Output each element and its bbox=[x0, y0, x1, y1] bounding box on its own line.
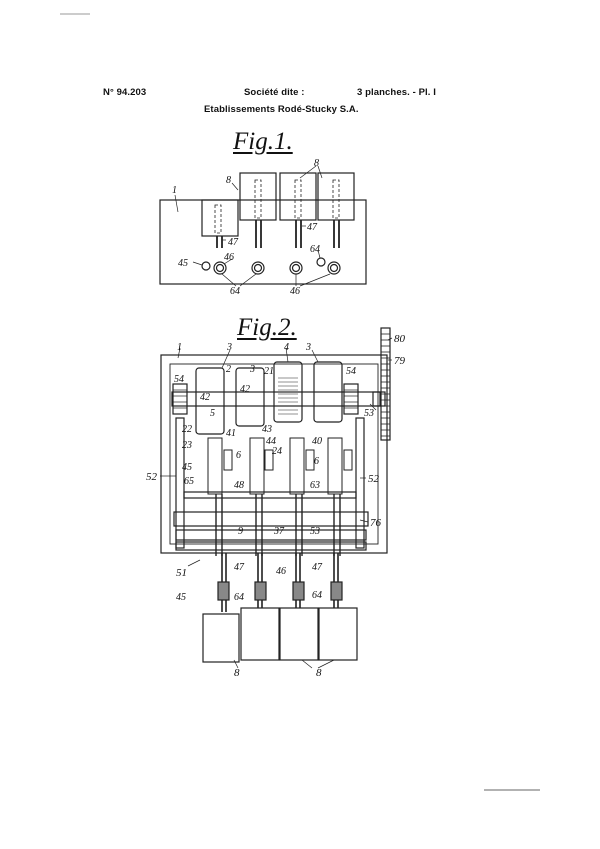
fig1-label-47a: 47 bbox=[228, 237, 239, 248]
fig1-label-64a: 64 bbox=[230, 286, 240, 297]
fig1-label-1: 1 bbox=[172, 185, 177, 196]
fig2-label-2: 2 bbox=[226, 364, 231, 375]
figure-1-title: Fig.1. bbox=[233, 128, 293, 155]
fig2-cam-2 bbox=[235, 367, 265, 427]
fig1-label-8a: 8 bbox=[226, 175, 231, 186]
fig2-label-79: 79 bbox=[394, 355, 406, 367]
fig1-key-2 bbox=[239, 172, 277, 221]
fig2-label-47b: 47 bbox=[312, 562, 323, 573]
fig2-label-52a: 52 bbox=[146, 471, 158, 483]
sheet-count: 3 planches. - Pl. I bbox=[357, 87, 436, 98]
figure-2-labels: 1 3 3 3 2 4 54 54 42 42 5 21 22 40 41 43… bbox=[146, 333, 406, 679]
fig2-label-64b: 64 bbox=[312, 590, 322, 601]
fig2-label-43: 43 bbox=[262, 424, 272, 435]
fig2-key-4 bbox=[318, 607, 358, 661]
fig2-label-47a: 47 bbox=[234, 562, 245, 573]
fig2-cam-4 bbox=[313, 361, 343, 423]
figure-2-drawing bbox=[160, 327, 393, 669]
fig2-label-45b: 45 bbox=[176, 592, 186, 603]
fig2-label-63: 63 bbox=[310, 480, 320, 491]
fig2-label-64a: 64 bbox=[234, 592, 244, 603]
company-name: Etablissements Rodé-Stucky S.A. bbox=[204, 104, 359, 115]
fig2-label-44: 44 bbox=[266, 436, 276, 447]
fig2-label-8a: 8 bbox=[234, 667, 240, 679]
fig1-key-4 bbox=[317, 172, 355, 221]
fig1-label-46a: 46 bbox=[224, 252, 234, 263]
fig2-label-1: 1 bbox=[177, 342, 182, 353]
fig2-label-80: 80 bbox=[394, 333, 406, 345]
fig2-label-46: 46 bbox=[276, 566, 286, 577]
company-prefix: Société dite : bbox=[244, 87, 305, 98]
fig2-label-42a: 42 bbox=[200, 392, 210, 403]
fig2-label-6b: 6 bbox=[314, 456, 319, 467]
fig2-label-22: 22 bbox=[182, 424, 192, 435]
fig2-label-52b: 52 bbox=[368, 473, 380, 485]
fig1-label-64b: 64 bbox=[310, 244, 320, 255]
fig2-label-3c: 3 bbox=[249, 364, 255, 375]
fig2-label-3a: 3 bbox=[226, 342, 232, 353]
fig2-label-37: 37 bbox=[273, 526, 285, 537]
fig2-label-45: 45 bbox=[182, 462, 192, 473]
fig2-label-65: 65 bbox=[184, 476, 194, 487]
figure-1-drawing bbox=[159, 165, 367, 287]
fig1-label-47b: 47 bbox=[307, 222, 318, 233]
fig2-label-3b: 3 bbox=[305, 342, 311, 353]
fig2-label-4: 4 bbox=[284, 342, 289, 353]
fig2-label-48: 48 bbox=[234, 480, 244, 491]
fig2-label-40: 40 bbox=[312, 436, 322, 447]
fig2-label-23: 23 bbox=[182, 440, 192, 451]
fig1-label-46b: 46 bbox=[290, 286, 300, 297]
fig1-label-8b: 8 bbox=[314, 158, 319, 169]
fig2-key-2 bbox=[240, 607, 280, 661]
figure-2-title: Fig.2. bbox=[237, 314, 297, 341]
fig2-label-54b: 54 bbox=[346, 366, 356, 377]
fig2-cam-1 bbox=[195, 367, 225, 435]
fig2-label-9: 9 bbox=[238, 526, 243, 537]
figure-1-labels: 1 8 8 47 47 45 46 64 64 46 bbox=[172, 158, 320, 297]
fig2-label-76: 76 bbox=[370, 517, 382, 529]
fig2-label-21: 21 bbox=[264, 366, 274, 377]
fig2-label-24: 24 bbox=[272, 446, 282, 457]
fig2-key-1 bbox=[202, 613, 240, 663]
fig1-label-45: 45 bbox=[178, 258, 188, 269]
fig2-label-5: 5 bbox=[210, 408, 215, 419]
fig2-label-54a: 54 bbox=[174, 374, 184, 385]
fig2-label-53b: 53 bbox=[364, 408, 374, 419]
patent-number: N° 94.203 bbox=[103, 87, 147, 98]
fig1-key-3 bbox=[279, 172, 317, 221]
fig2-label-6a: 6 bbox=[236, 450, 241, 461]
fig2-key-3 bbox=[279, 607, 319, 661]
fig2-frame bbox=[160, 354, 388, 554]
fig2-label-41: 41 bbox=[226, 428, 236, 439]
fig2-label-8b: 8 bbox=[316, 667, 322, 679]
fig2-label-53a: 53 bbox=[310, 526, 320, 537]
fig2-label-42b: 42 bbox=[240, 384, 250, 395]
fig2-label-51: 51 bbox=[176, 567, 187, 579]
fig1-key-1 bbox=[201, 199, 239, 237]
